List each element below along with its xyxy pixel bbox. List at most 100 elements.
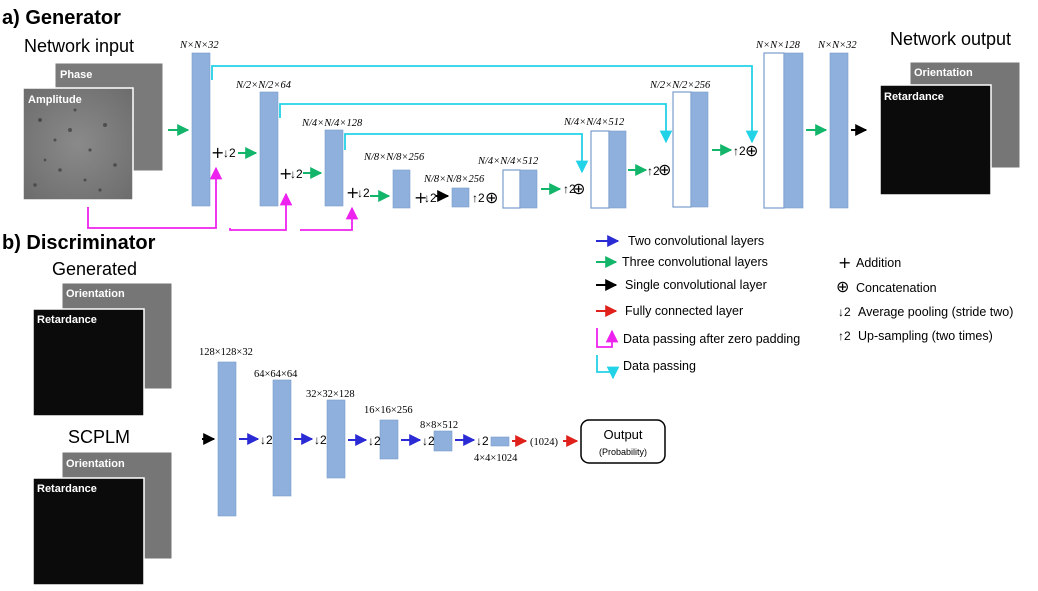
scplm-orientation-label: Orientation (66, 458, 125, 470)
disc-pool-3: ↓2 (368, 434, 381, 448)
gen-block-1 (191, 52, 211, 207)
zero-padding-paths (87, 166, 359, 231)
disc-block-4 (379, 419, 399, 460)
output-subtitle: (Probability) (599, 447, 647, 457)
output-retardance-label: Retardance (884, 91, 944, 103)
concat-symbol-3: ⊕ (658, 160, 671, 179)
legend-up-label: Up-sampling (two times) (858, 329, 993, 343)
gen-block-4 (392, 169, 411, 209)
amplitude-image-label: Amplitude (28, 94, 82, 106)
zero-padding-path-1 (87, 166, 223, 229)
disc-dim-5: 8×8×512 (420, 420, 458, 431)
gen-dim-5: N/8×N/8×256 (423, 174, 485, 185)
gen-dim-8: N/2×N/2×256 (649, 80, 711, 91)
add-symbol-4: + (414, 188, 427, 207)
disc-pool-4: ↓2 (422, 434, 435, 448)
up-label-2: ↑2 (563, 182, 576, 196)
gen-block-9 (783, 52, 804, 209)
discriminator-title: b) Discriminator (2, 232, 156, 254)
up-label-3: ↑2 (647, 164, 660, 178)
gen-dim-7: N/4×N/4×512 (563, 117, 625, 128)
legend-concat-symbol: ⊕ (836, 277, 849, 296)
disc-pool-1: ↓2 (260, 433, 273, 447)
output-title: Output (603, 427, 642, 442)
gen-dim-9: N×N×128 (755, 40, 801, 51)
pool-label-1: ↓2 (223, 146, 236, 160)
gen-block-2 (259, 91, 279, 207)
disc-dim-6: 4×4×1024 (474, 453, 518, 464)
add-symbol-3: + (346, 183, 359, 202)
zero-padding-path-2 (229, 192, 293, 231)
skip-connection-1 (211, 65, 759, 144)
legend-up-symbol: ↑2 (838, 329, 851, 343)
gen-block-3 (324, 129, 344, 207)
network-output-label: Network output (890, 29, 1011, 49)
disc-block-5 (433, 430, 453, 452)
output-retardance-image: Retardance (879, 84, 992, 196)
gen-dim-10: N×N×32 (817, 40, 857, 51)
amplitude-image: Amplitude (22, 87, 134, 201)
generator-title: a) Generator (2, 7, 121, 29)
zero-padding-path-3 (300, 206, 359, 231)
generated-label: Generated (52, 259, 137, 279)
concat-symbol-4: ⊕ (745, 141, 758, 160)
gen-block-5 (451, 187, 470, 208)
legend-swatch-data-passing (596, 355, 620, 380)
disc-block-2 (272, 379, 292, 497)
output-orientation-label: Orientation (914, 67, 973, 79)
gen-dim-6: N/4×N/4×512 (477, 156, 539, 167)
skip-connection-3 (344, 133, 589, 174)
disc-pool-2: ↓2 (314, 433, 327, 447)
concat-symbol-1: ⊕ (485, 188, 498, 207)
legend-pool-label: Average pooling (stride two) (858, 305, 1013, 319)
gen-block-7 (608, 130, 627, 209)
legend-zero-padding: Data passing after zero padding (623, 332, 800, 346)
legend-fc: Fully connected layer (625, 304, 743, 318)
gen-block-8-concat (672, 91, 692, 208)
phase-image-label: Phase (60, 69, 92, 81)
gen-block-10 (829, 52, 849, 209)
gen-dim-1: N×N×32 (179, 40, 219, 51)
gen-block-8 (690, 91, 709, 208)
scplm-retardance-image: Retardance (32, 477, 145, 586)
fc-label: (1024) (530, 437, 558, 448)
disc-dim-3: 32×32×128 (306, 389, 355, 400)
up-label-4: ↑2 (733, 144, 746, 158)
pool-label-3: ↓2 (357, 186, 370, 200)
add-symbol-1: + (211, 143, 224, 162)
scplm-label: SCPLM (68, 427, 130, 447)
disc-dim-4: 16×16×256 (364, 405, 413, 416)
gen-block-9-concat (763, 52, 785, 209)
concat-symbol-2: ⊕ (572, 179, 585, 198)
generated-orientation-label: Orientation (66, 288, 125, 300)
skip-connection-2 (279, 103, 673, 144)
legend: Two convolutional layers Three convoluti… (596, 234, 1013, 380)
output-box: Output (Probability) (580, 419, 666, 464)
add-symbol-2: + (279, 164, 292, 183)
gen-block-6 (519, 169, 538, 209)
skip-connections (211, 65, 759, 174)
generator-arrows (168, 124, 868, 202)
legend-single-conv: Single convolutional layer (625, 278, 767, 292)
pool-label-2: ↓2 (290, 167, 303, 181)
generated-retardance-label: Retardance (37, 314, 97, 326)
scplm-retardance-label: Retardance (37, 483, 97, 495)
legend-three-conv: Three convolutional layers (622, 255, 768, 269)
legend-add-symbol: + (838, 253, 851, 272)
gen-dim-3: N/4×N/4×128 (301, 118, 363, 129)
disc-block-1 (217, 361, 237, 517)
up-label-1: ↑2 (472, 191, 485, 205)
generated-retardance-image: Retardance (32, 308, 145, 417)
disc-block-6 (490, 436, 510, 447)
gen-dim-4: N/8×N/8×256 (363, 152, 425, 163)
pool-label-4: ↓2 (424, 191, 437, 205)
network-input-label: Network input (24, 36, 134, 56)
gen-dim-2: N/2×N/2×64 (235, 80, 292, 91)
disc-block-3 (326, 399, 346, 479)
legend-concat-label: Concatenation (856, 281, 937, 295)
legend-two-conv: Two convolutional layers (628, 234, 764, 248)
legend-add-label: Addition (856, 256, 901, 270)
discriminator-arrows (202, 433, 579, 447)
disc-dim-2: 64×64×64 (254, 369, 298, 380)
